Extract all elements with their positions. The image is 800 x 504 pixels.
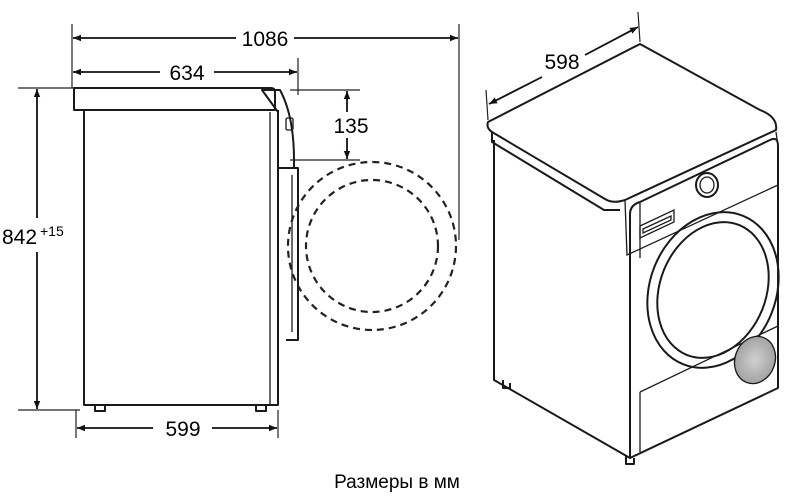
foot-front <box>625 456 635 465</box>
dim-height: 842 +15 <box>2 89 64 409</box>
dim-634-label: 634 <box>169 62 204 85</box>
dim-598-label: 598 <box>544 51 579 74</box>
dim-598-line-right <box>584 26 639 56</box>
left-face <box>493 140 631 459</box>
door-swing-inner <box>304 178 440 314</box>
front-top-right-edge <box>775 131 779 147</box>
door-inner-ring <box>656 221 770 359</box>
display-inner <box>642 214 672 235</box>
dim-135-label: 135 <box>333 115 368 138</box>
side-control-panel <box>261 89 295 169</box>
control-panel-band <box>624 184 779 257</box>
dim-599-label: 599 <box>165 418 200 441</box>
program-knob <box>695 172 719 198</box>
side-foot-rear <box>94 404 106 412</box>
side-top-plate <box>73 87 276 111</box>
dim-598-line-left <box>488 76 543 105</box>
door-swing-outer <box>286 160 458 332</box>
top-edge <box>491 132 620 211</box>
ext-598-left <box>485 89 489 121</box>
display-window <box>639 208 675 240</box>
side-knob <box>285 117 294 131</box>
side-cabinet <box>83 110 279 406</box>
door-outer-ring <box>646 211 780 369</box>
side-foot-front <box>255 404 267 412</box>
caption: Размеры в мм <box>334 472 460 493</box>
condenser-window <box>733 335 777 385</box>
side-door <box>286 167 299 341</box>
dim-total-depth: 1086 <box>73 28 458 51</box>
dim-door-offset: 135 <box>333 91 369 159</box>
top-face <box>486 43 778 203</box>
dim-842-label: 842 <box>2 226 37 249</box>
program-knob-inner <box>699 176 715 194</box>
dim-1086-label: 1086 <box>242 28 289 51</box>
dim-base-depth: 599 <box>77 418 277 441</box>
foot-left <box>502 380 511 389</box>
dim-842-tolerance: +15 <box>40 223 64 239</box>
dim-width: 598 <box>485 11 641 121</box>
dim-top-depth: 634 <box>73 62 297 85</box>
ext-598-right <box>637 11 641 43</box>
side-view <box>18 24 460 438</box>
perspective-view <box>486 43 780 465</box>
